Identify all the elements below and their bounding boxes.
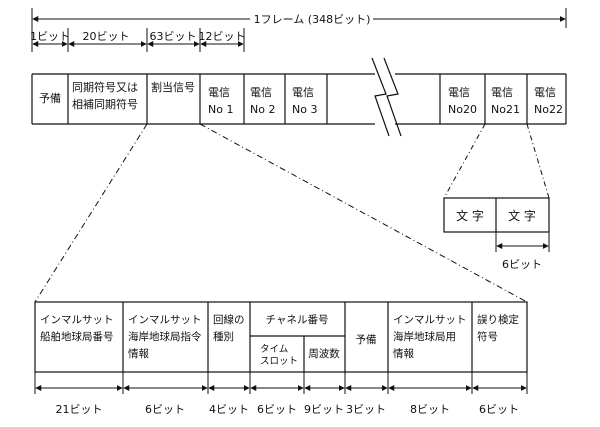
frame-length-label: 1フレーム (348ビット): [254, 13, 371, 26]
signal-field-text: チャネル番号: [266, 314, 329, 326]
top-frame-cell-text: 電信: [534, 86, 556, 99]
top-frame-cell-text: 電信: [250, 86, 272, 99]
signal-field-text: 回線の: [213, 313, 245, 326]
frame-length-dimension: [31, 8, 567, 28]
top-frame-cell-text: No 1: [208, 103, 233, 116]
signal-expansion-lines: [34, 123, 528, 303]
top-frame-cell-text: No 2: [250, 103, 275, 116]
signal-field-text: スロット: [260, 356, 298, 367]
char-cell: 文 字: [508, 208, 536, 223]
top-frame-cell-text: 予備: [39, 92, 61, 105]
bottom-bit-label: 8ビット: [410, 403, 450, 416]
top-frame-cell-text: 相補同期符号: [72, 98, 138, 111]
bottom-bit-dimensions: [34, 372, 528, 394]
signal-field-text: 船舶地球局番号: [40, 330, 114, 343]
top-frame-cell-text: 電信: [208, 86, 230, 99]
signal-field-text: インマルサット: [40, 314, 114, 326]
signal-box: [34, 301, 528, 373]
frame-box: [31, 73, 567, 125]
char-cell: 文 字: [456, 208, 484, 223]
char-bit-label: 6ビット: [502, 258, 542, 271]
bottom-bit-label: 9ビット: [304, 403, 344, 416]
signal-field-text: インマルサット: [128, 314, 202, 326]
top-frame-cell-text: No 3: [292, 103, 317, 116]
top-frame-cell-text: 電信: [292, 86, 314, 99]
signal-field-text: タイム: [260, 344, 288, 355]
bottom-bit-label: 6ビット: [145, 403, 185, 416]
bottom-bit-label: 3ビット: [346, 403, 386, 416]
top-frame-cell-text: 電信: [448, 86, 470, 99]
top-bit-label: 12ビット: [199, 30, 246, 43]
signal-field-text: 種別: [213, 330, 234, 343]
top-frame-cell-text: No22: [534, 103, 563, 116]
bottom-bit-label: 6ビット: [479, 403, 519, 416]
bottom-bit-label: 6ビット: [257, 403, 297, 416]
top-frame-cell-text: 電信: [491, 86, 513, 99]
char-bit-dimension: [495, 232, 550, 252]
top-frame-cell-text: No21: [491, 103, 520, 116]
signal-field-text: 予備: [356, 333, 377, 346]
signal-field-text: 符号: [477, 330, 498, 343]
signal-field-text: 誤り検定: [477, 313, 519, 326]
top-bit-label: 1ビット: [30, 30, 70, 43]
char-expansion-lines: [443, 123, 550, 199]
top-bit-label: 20ビット: [83, 30, 130, 43]
signal-field-text: 情報: [393, 347, 414, 360]
signal-field-text: インマルサット: [393, 314, 467, 326]
top-bit-label: 63ビット: [150, 30, 197, 43]
signal-field-text: 海岸地球局指令: [128, 330, 202, 343]
break-mark: [371, 57, 402, 137]
bottom-bit-label: 4ビット: [209, 403, 249, 416]
top-frame-cell-text: 割当信号: [151, 80, 195, 94]
signal-field-text: 情報: [128, 347, 149, 360]
signal-field-text: 周波数: [308, 347, 340, 360]
signal-field-text: 海岸地球局用: [393, 330, 456, 343]
top-frame-cell-text: 同期符号又は: [72, 81, 138, 94]
top-bit-dimensions: [31, 28, 245, 52]
bottom-bit-label: 21ビット: [56, 403, 103, 416]
top-frame-cell-text: No20: [448, 103, 477, 116]
